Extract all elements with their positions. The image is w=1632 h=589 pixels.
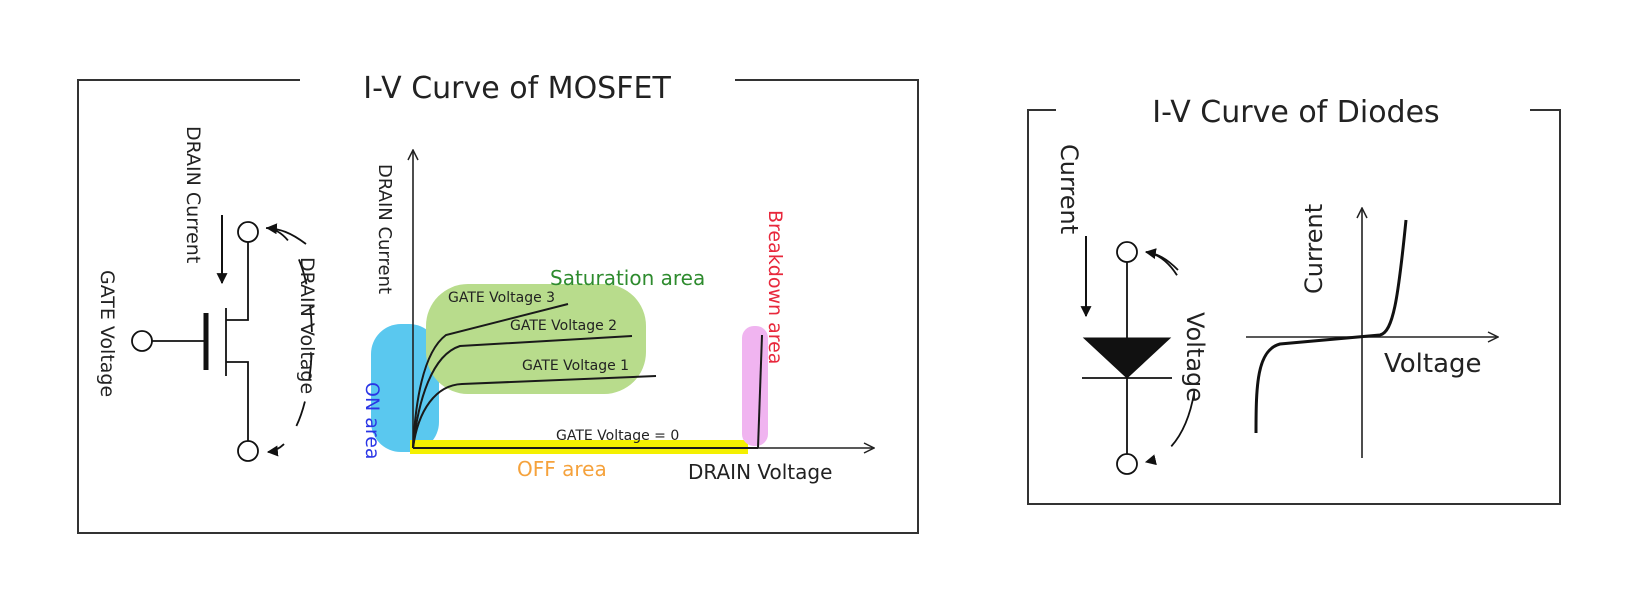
drain-voltage-arc bbox=[265, 227, 313, 457]
diode-x-axis-label: Voltage bbox=[1384, 349, 1482, 379]
drain-voltage-arc-start-arrow bbox=[265, 223, 307, 245]
diode-y-axis-label: Current bbox=[1300, 204, 1328, 294]
curve-gate-voltage-1 bbox=[412, 375, 657, 449]
saturation-area-label: Saturation area bbox=[550, 266, 705, 290]
cathode-terminal bbox=[1116, 453, 1138, 475]
diode-current-label: Current bbox=[1055, 144, 1083, 234]
diode-voltage-arc bbox=[1144, 251, 1198, 466]
curve-label-gate-voltage-3: GATE Voltage 3 bbox=[448, 290, 555, 306]
curve-label-gate-voltage-1: GATE Voltage 1 bbox=[522, 358, 629, 374]
diode-voltage-arc-start-arrow bbox=[1144, 248, 1179, 271]
saturation-area-region bbox=[426, 284, 646, 394]
diode-panel-title: I-V Curve of Diodes bbox=[1152, 95, 1439, 130]
on-area-label: ON area bbox=[361, 382, 383, 460]
breakdown-curve bbox=[757, 334, 763, 449]
mosfet-panel: I-V Curve of MOSFET DRAIN Current GATE V… bbox=[77, 71, 919, 534]
curve-gate-voltage-3 bbox=[412, 303, 569, 449]
diode-triangle bbox=[1082, 337, 1172, 379]
drain-terminal bbox=[237, 221, 259, 243]
curve-gate-voltage-2 bbox=[412, 335, 633, 449]
curve-label-gate-voltage-2: GATE Voltage 2 bbox=[510, 318, 617, 334]
drain-lead bbox=[226, 242, 249, 321]
mosfet-y-axis-label: DRAIN Current bbox=[374, 164, 395, 294]
breakdown-area-label: Breakdown area bbox=[764, 210, 786, 364]
mosfet-symbol bbox=[131, 215, 313, 462]
mosfet-x-axis-label: DRAIN Voltage bbox=[688, 460, 832, 484]
drain-current-label: DRAIN Current bbox=[182, 126, 204, 263]
mosfet-panel-title: I-V Curve of MOSFET bbox=[363, 71, 671, 106]
diode-iv-curve bbox=[1254, 219, 1408, 434]
anode-terminal bbox=[1116, 241, 1138, 263]
diode-symbol bbox=[1080, 236, 1198, 475]
drain-voltage-side-label: DRAIN Voltage bbox=[296, 257, 318, 394]
source-terminal bbox=[237, 440, 259, 462]
mosfet-curves bbox=[412, 303, 763, 449]
diode-panel: I-V Curve of Diodes Current Voltage Curr… bbox=[1027, 95, 1561, 505]
gate-voltage-label: GATE Voltage bbox=[96, 270, 118, 397]
off-area-label: OFF area bbox=[517, 457, 607, 481]
diode-panel-frame bbox=[1027, 109, 1561, 505]
on-area-region bbox=[371, 324, 439, 452]
curve-label-gate-voltage-0: GATE Voltage = 0 bbox=[556, 428, 679, 444]
gate-terminal bbox=[131, 330, 153, 352]
diode-voltage-side-label: Voltage bbox=[1181, 312, 1209, 402]
mosfet-panel-frame bbox=[77, 79, 919, 534]
source-lead bbox=[226, 361, 249, 441]
